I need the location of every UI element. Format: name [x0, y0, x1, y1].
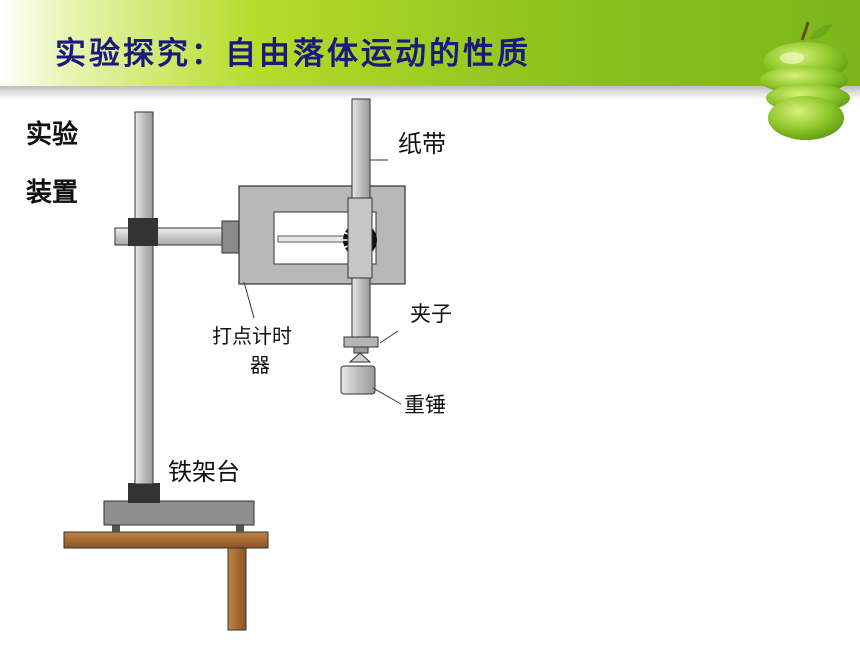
label-weight: 重锤: [404, 393, 446, 417]
label-timer-line2: 器: [250, 353, 270, 377]
clip: [343, 336, 379, 363]
tape-guide: [347, 197, 373, 279]
stand-rod: [134, 111, 154, 485]
label-paper-tape: 纸带: [398, 130, 446, 158]
leader-lines: [243, 159, 402, 405]
apple-icon: [760, 21, 850, 140]
page-title: 实验探究：自由落体运动的性质: [55, 36, 531, 72]
label-timer-line1: 打点计时: [212, 324, 292, 348]
apparatus-label-line2: 装置: [26, 178, 79, 208]
rod-clamp: [128, 218, 158, 246]
label-clip: 夹子: [410, 302, 452, 326]
header-band: [0, 0, 860, 88]
wooden-table: [63, 531, 269, 631]
stand-base: [103, 483, 255, 532]
label-iron-stand: 铁架台: [168, 458, 240, 486]
ticker-timer: [221, 185, 406, 285]
weight: [340, 365, 376, 395]
apparatus-label-line1: 实验: [26, 120, 79, 150]
header-shadow: [0, 86, 860, 100]
